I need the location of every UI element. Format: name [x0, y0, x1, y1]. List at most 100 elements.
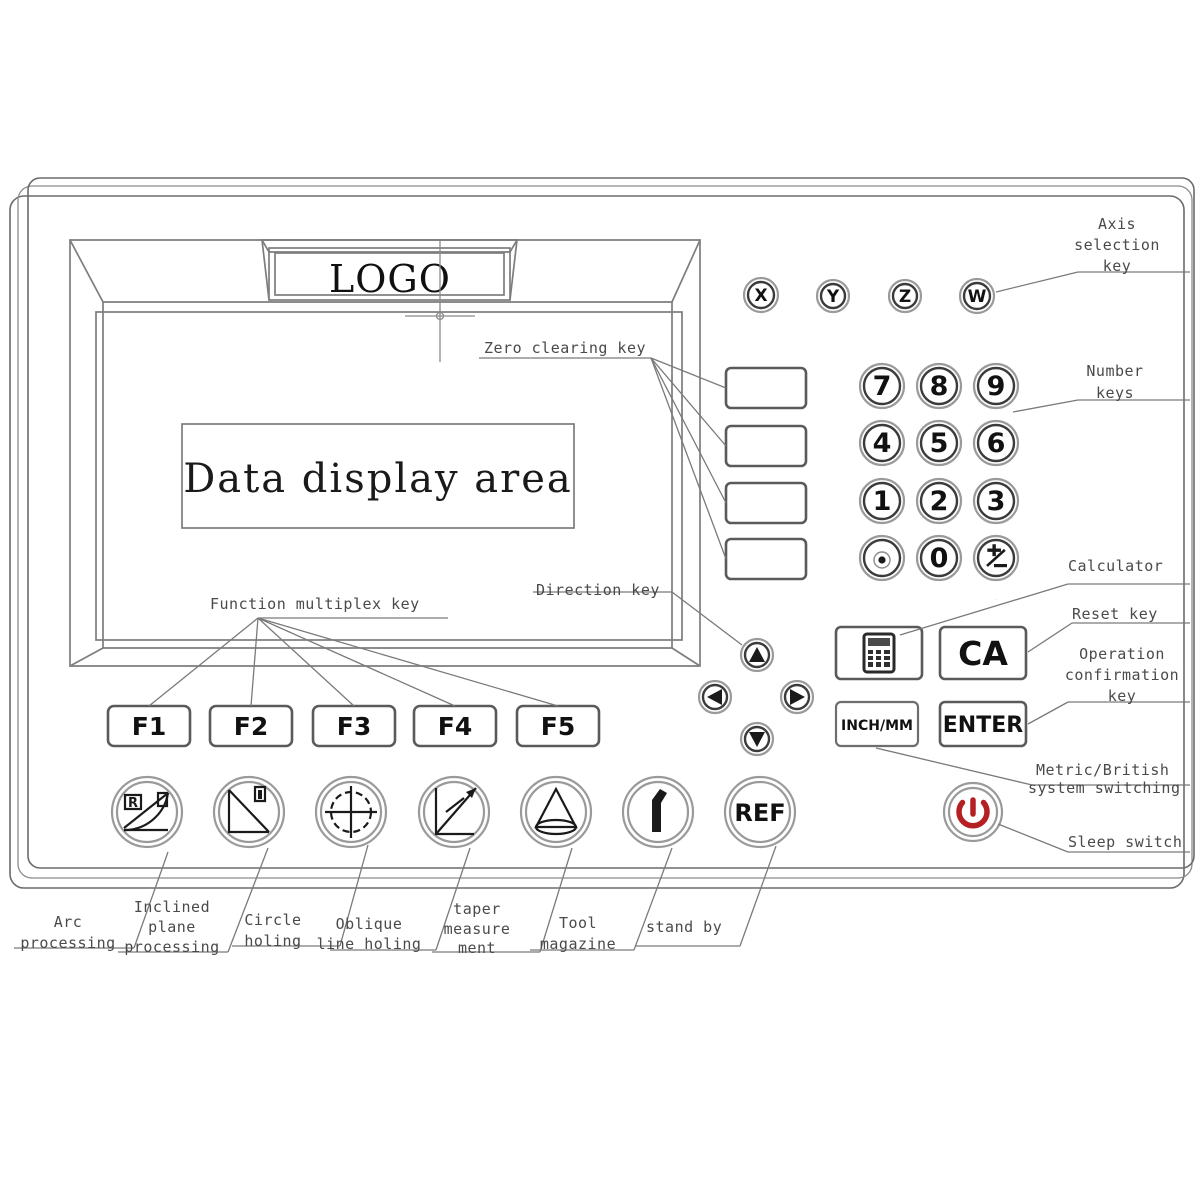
number-key-4[interactable]: 4	[858, 419, 906, 467]
arrow-left-icon	[707, 689, 722, 705]
number-keypad: 7 8 9 4 5 6 1 2	[858, 362, 1020, 601]
bottom-callout-labels: Arc processing Inclined plane processing…	[20, 898, 721, 957]
zero-clearing-keys	[724, 366, 808, 581]
arc-processing-icon: R	[123, 791, 170, 832]
arrow-left-key[interactable]	[697, 679, 733, 715]
zero-clearing-key-4[interactable]	[724, 537, 808, 581]
axis-key-y[interactable]: Y	[815, 278, 851, 314]
function-key-f5-label: F5	[541, 712, 575, 741]
svg-text:Arc: Arc	[54, 913, 83, 931]
number-key-8[interactable]: 8	[915, 362, 963, 410]
function-key-f2-label: F2	[234, 712, 268, 741]
axis-key-x[interactable]: X	[742, 276, 780, 314]
inclined-plane-key[interactable]	[212, 775, 286, 849]
number-key-2[interactable]: 2	[915, 477, 963, 525]
number-key-1[interactable]: 1	[858, 477, 906, 525]
number-key-9[interactable]: 9	[972, 362, 1020, 410]
enter-key[interactable]: ENTER	[938, 700, 1028, 748]
oblique-line-holing-key[interactable]	[417, 775, 491, 849]
arrow-up-key[interactable]	[739, 637, 775, 673]
zero-clearing-key-3[interactable]	[724, 481, 808, 525]
arrow-down-key[interactable]	[739, 721, 775, 757]
reset-key-label: CA	[958, 634, 1008, 673]
ref-key[interactable]: REF	[723, 775, 797, 849]
axis-key-x-label: X	[754, 286, 767, 306]
number-key-6-label: 6	[987, 428, 1006, 459]
svg-text:selection: selection	[1074, 236, 1160, 254]
logo-plate: LOGO	[260, 239, 519, 301]
tool-magazine-icon	[652, 789, 667, 832]
number-key-3[interactable]: 3	[972, 477, 1020, 525]
number-key-0[interactable]: 0	[915, 534, 963, 582]
enter-key-label: ENTER	[943, 713, 1023, 738]
function-key-f5[interactable]: F5	[515, 704, 601, 748]
number-key-8-label: 8	[930, 371, 949, 402]
zero-clearing-key-1[interactable]	[724, 366, 808, 410]
reset-key[interactable]: CA	[938, 625, 1028, 681]
callout-function-multiplex-key: Function multiplex key	[210, 595, 420, 613]
center-cross-mark	[405, 240, 475, 362]
svg-text:Operation: Operation	[1079, 645, 1165, 663]
function-key-f1[interactable]: F1	[106, 704, 192, 748]
axis-key-w[interactable]: W	[958, 277, 996, 315]
ref-key-label: REF	[734, 799, 785, 827]
number-key-5[interactable]: 5	[915, 419, 963, 467]
inner-callout-labels: Zero clearing key Direction key Function…	[210, 339, 659, 613]
callout-calculator: Calculator	[1068, 557, 1163, 575]
callout-number-keys: Number keys	[1086, 362, 1143, 402]
power-icon	[956, 797, 990, 829]
inch-mm-key[interactable]: INCH/MM	[834, 700, 920, 748]
power-key[interactable]	[942, 781, 1004, 843]
data-display-area: Data display area	[181, 423, 575, 529]
svg-text:key: key	[1103, 257, 1132, 275]
arrow-right-icon	[790, 689, 805, 705]
taper-measurement-key[interactable]	[519, 775, 593, 849]
callout-tool-magazine: Tool magazine	[540, 914, 616, 953]
number-key-9-label: 9	[987, 371, 1006, 402]
axis-key-z[interactable]: Z	[887, 278, 923, 314]
zero-clearing-key-2[interactable]	[724, 424, 808, 468]
mode-keys-row: R	[110, 775, 1004, 849]
number-key-plus-minus-label: ±	[996, 599, 997, 601]
svg-text:system switching: system switching	[1028, 779, 1181, 797]
svg-text:holing: holing	[244, 932, 301, 950]
svg-text:keys: keys	[1096, 384, 1134, 402]
function-key-f4[interactable]: F4	[412, 704, 498, 748]
arrow-right-key[interactable]	[779, 679, 815, 715]
svg-text:taper: taper	[453, 900, 501, 918]
right-callout-labels: Axis selection key Number keys Calculato…	[1028, 215, 1182, 851]
callout-zero-clearing-key: Zero clearing key	[484, 339, 646, 357]
calculator-key[interactable]	[834, 625, 924, 681]
svg-text:magazine: magazine	[540, 935, 616, 953]
function-key-f2[interactable]: F2	[208, 704, 294, 748]
tool-magazine-key[interactable]	[621, 775, 695, 849]
svg-text:processing: processing	[20, 934, 115, 952]
function-key-f3-label: F3	[337, 712, 371, 741]
calculator-icon	[862, 632, 896, 674]
axis-key-z-label: Z	[899, 287, 911, 307]
number-key-decimal-label: ·	[882, 599, 883, 601]
callout-metric-british-switching: Metric/British system switching	[1028, 761, 1181, 797]
svg-text:Axis: Axis	[1098, 215, 1136, 233]
callout-inclined-plane-processing: Inclined plane processing	[124, 898, 219, 956]
circle-holing-key[interactable]	[314, 775, 388, 849]
number-key-6[interactable]: 6	[972, 419, 1020, 467]
svg-text:plane: plane	[148, 918, 196, 936]
svg-text:measure: measure	[444, 920, 511, 938]
svg-text:processing: processing	[124, 938, 219, 956]
arc-processing-key[interactable]: R	[110, 775, 184, 849]
number-key-decimal[interactable]: ·	[858, 534, 906, 601]
inch-mm-key-label: INCH/MM	[841, 718, 913, 734]
number-key-7[interactable]: 7	[858, 362, 906, 410]
function-key-f3[interactable]: F3	[311, 704, 397, 748]
callout-reset-key: Reset key	[1072, 605, 1158, 623]
axis-key-w-label: W	[968, 287, 987, 307]
number-key-5-label: 5	[930, 428, 949, 459]
svg-text:Tool: Tool	[559, 914, 597, 932]
direction-keys	[697, 637, 815, 757]
svg-text:Inclined: Inclined	[134, 898, 210, 916]
callout-taper-measurement: taper measure ment	[444, 900, 511, 957]
number-key-plus-minus[interactable]: ±	[972, 534, 1020, 601]
